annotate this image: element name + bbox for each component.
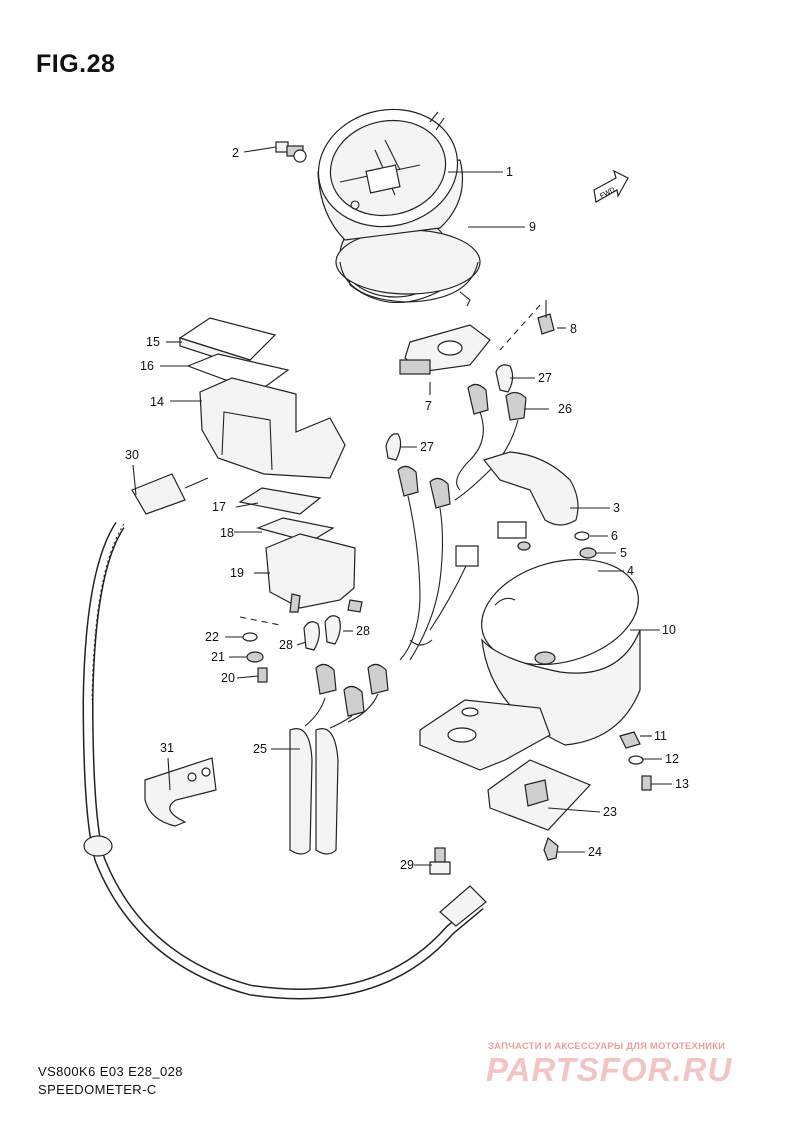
part-23-cover [487, 759, 592, 831]
callout-1: 1 [506, 165, 513, 179]
callout-8: 8 [570, 322, 577, 336]
speedometer-assembly [317, 108, 481, 307]
part-31-bracket [144, 757, 217, 827]
callout-25: 25 [253, 742, 267, 756]
callout-28-right: 28 [356, 624, 370, 638]
part-24-screw [543, 836, 559, 861]
callout-27-left: 27 [420, 440, 434, 454]
leader-lines [132, 146, 672, 866]
part-14-case [199, 377, 346, 479]
part-7-bracket [399, 324, 491, 375]
callout-26: 26 [558, 402, 572, 416]
footer-model-code: VS800K6 E03 E28_028 [38, 1064, 183, 1079]
callout-12: 12 [665, 752, 679, 766]
callout-27-upper: 27 [538, 371, 552, 385]
part-5-washer [579, 547, 597, 559]
part-26-socket-harness [397, 383, 527, 661]
callout-7: 7 [425, 399, 432, 413]
part-27-bulb-left [385, 433, 402, 461]
part-28-bulb-right [324, 615, 341, 645]
callout-2: 2 [232, 146, 239, 160]
callout-11: 11 [654, 729, 667, 743]
callout-16: 16 [140, 359, 154, 373]
callout-17: 17 [212, 500, 226, 514]
part-29-bolt [429, 847, 451, 875]
callout-5: 5 [620, 546, 627, 560]
callout-13: 13 [675, 777, 689, 791]
part-30-cable [82, 473, 487, 1000]
callout-18: 18 [220, 526, 234, 540]
callout-29: 29 [400, 858, 414, 872]
callout-19: 19 [230, 566, 244, 580]
part-6-washer [574, 531, 590, 541]
callout-4: 4 [627, 564, 634, 578]
callout-22: 22 [205, 630, 219, 644]
part-28-bulb-left [303, 621, 320, 651]
watermark-logo: PARTSFOR.RU [486, 1051, 733, 1088]
part-19-socket-body [239, 533, 363, 626]
callout-15: 15 [146, 335, 160, 349]
part-22-washer [242, 632, 258, 642]
figure-title: FIG.28 [36, 50, 116, 78]
part-12-washer [628, 755, 644, 765]
part-17-seal [238, 487, 322, 515]
part-8-bolt [499, 300, 555, 351]
footer-section-name: SPEEDOMETER-C [38, 1082, 157, 1097]
part-11-nut [619, 731, 641, 749]
part-25-harness [289, 663, 389, 855]
mounting-bracket [419, 699, 551, 771]
part-13-bolt [641, 775, 652, 791]
callout-10: 10 [662, 623, 676, 637]
callout-14: 14 [150, 395, 164, 409]
callout-31: 31 [160, 741, 174, 755]
callout-numbers: 1 2 3 4 5 6 7 8 9 10 11 12 13 14 15 16 1… [125, 146, 689, 872]
callout-20: 20 [221, 671, 235, 685]
part-3-bracket [482, 451, 579, 551]
part-21-nut [246, 651, 264, 663]
watermark-tagline: ЗАПЧАСТИ И АКСЕССУАРЫ ДЛЯ МОТОТЕХНИКИ [488, 1041, 726, 1052]
callout-28-left: 28 [279, 638, 293, 652]
part-2-connector [275, 141, 307, 163]
callout-6: 6 [611, 529, 618, 543]
callout-30: 30 [125, 448, 139, 462]
part-27-bulb-upper [495, 364, 514, 393]
callout-21: 21 [211, 650, 225, 664]
callout-24: 24 [588, 845, 602, 859]
fwd-arrow-icon: FWD [593, 169, 629, 203]
callout-3: 3 [613, 501, 620, 515]
callout-23: 23 [603, 805, 617, 819]
callout-9: 9 [529, 220, 536, 234]
part-20-bolt [257, 667, 268, 683]
